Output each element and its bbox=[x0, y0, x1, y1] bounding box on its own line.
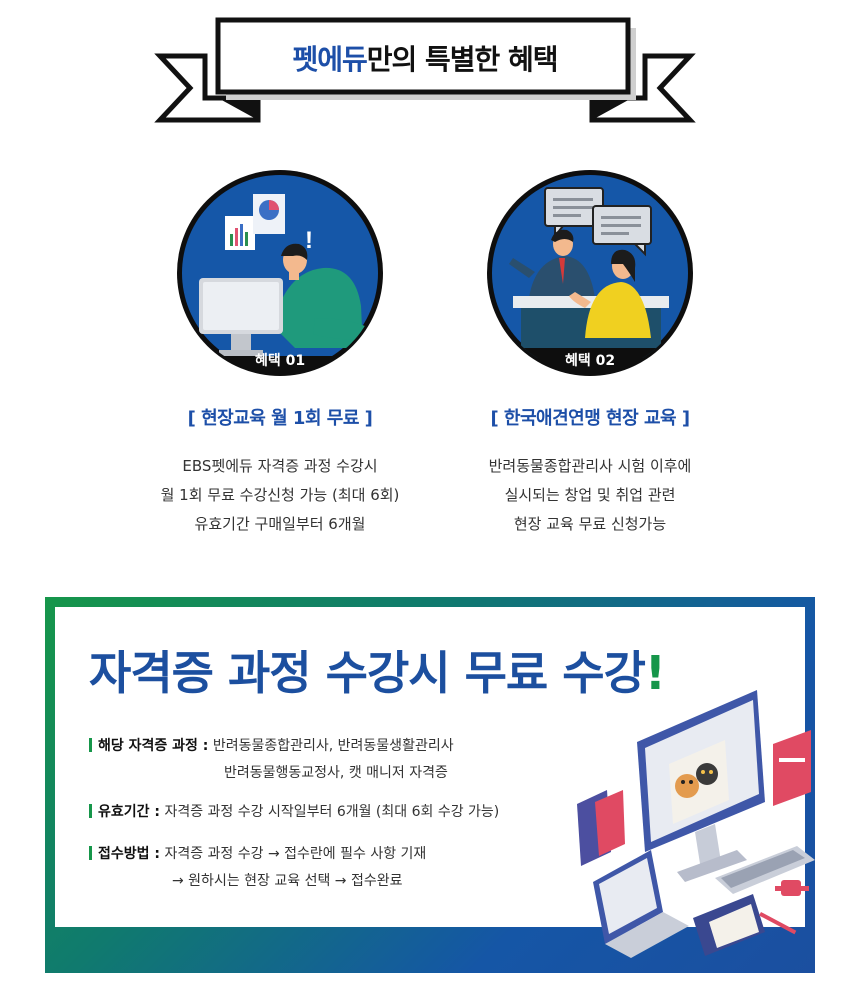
panel-title-mark: ! bbox=[644, 646, 666, 700]
info-value: 자격증 과정 수강 → 접수란에 필수 사항 기재 bbox=[164, 846, 427, 862]
benefit-title: [ 한국애견연맹 현장 교육 ] bbox=[490, 408, 690, 429]
benefit-desc-line: EBS펫에듀 자격증 과정 수강시 bbox=[182, 457, 378, 475]
benefit-desc-line: 유효기간 구매일부터 6개월 bbox=[194, 515, 366, 533]
book-icon bbox=[577, 790, 625, 866]
benefit-2-illustration: 혜택 02 bbox=[485, 168, 695, 378]
info-row-apply: 접수방법 : 자격증 과정 수강 → 접수란에 필수 사항 기재 → 원하시는 … bbox=[89, 843, 426, 890]
benefit-desc-line: 월 1회 무료 수강신청 가능 (최대 6회) bbox=[160, 486, 400, 504]
person-at-computer-icon: ! bbox=[177, 170, 383, 376]
laptop-icon bbox=[593, 850, 689, 958]
keyboard-icon bbox=[715, 846, 815, 894]
info-value: 반려동물종합관리사, 반려동물생활관리사 bbox=[212, 738, 454, 754]
desk-illustration bbox=[577, 690, 815, 958]
title-rest: 만의 특별한 혜택 bbox=[366, 43, 559, 76]
benefit-badge: 혜택 01 bbox=[254, 353, 306, 369]
info-value-line2: → 원하시는 현장 교육 선택 → 접수완료 bbox=[172, 873, 403, 889]
info-label: 접수방법 : bbox=[98, 846, 160, 862]
bullet-bar-icon bbox=[89, 846, 92, 860]
info-row-course: 해당 자격증 과정 : 반려동물종합관리사, 반려동물생활관리사 반려동물행동교… bbox=[89, 735, 454, 782]
ribbon-shape-icon bbox=[154, 17, 696, 123]
benefit-badge: 혜택 02 bbox=[564, 353, 616, 369]
panel-title-main: 자격증 과정 수강시 무료 수강 bbox=[89, 646, 646, 700]
benefit-card-1: ! 혜택 01 [ 현장교육 월 1회 무료 ] EBS펫에듀 자격증 과 bbox=[130, 168, 430, 539]
benefit-title: [ 현장교육 월 1회 무료 ] bbox=[187, 408, 373, 429]
benefit-card-2: 혜택 02 [ 한국애견연맹 현장 교육 ] 반려동물종합관리사 시험 이후에 … bbox=[440, 168, 740, 539]
cat-icon bbox=[669, 740, 729, 824]
benefit-desc-line: 실시되는 창업 및 취업 관련 bbox=[504, 486, 676, 504]
info-row-validity: 유효기간 : 자격증 과정 수강 시작일부터 6개월 (최대 6회 수강 가능) bbox=[89, 801, 499, 821]
panel-title: 자격증 과정 수강시 무료 수강! bbox=[89, 637, 666, 703]
benefit-desc-line: 반려동물종합관리사 시험 이후에 bbox=[488, 457, 692, 475]
benefit-1-illustration: ! 혜택 01 bbox=[175, 168, 385, 378]
info-value-line2: 반려동물행동교정사, 캣 매니저 자격증 bbox=[224, 765, 448, 781]
info-value: 자격증 과정 수강 시작일부터 6개월 (최대 6회 수강 가능) bbox=[164, 804, 500, 820]
benefit-description: 반려동물종합관리사 시험 이후에 실시되는 창업 및 취업 관련 현장 교육 무… bbox=[440, 452, 740, 539]
counter-consultation-icon bbox=[487, 170, 693, 376]
title-accent: 펫에듀 bbox=[292, 43, 367, 76]
exclamation-icon: ! bbox=[305, 227, 313, 254]
info-label: 해당 자격증 과정 : bbox=[98, 738, 209, 754]
bullet-bar-icon bbox=[89, 738, 92, 752]
benefit-description: EBS펫에듀 자격증 과정 수강시 월 1회 무료 수강신청 가능 (최대 6회… bbox=[130, 452, 430, 539]
free-course-panel: 자격증 과정 수강시 무료 수강! 해당 자격증 과정 : 반려동물종합관리사,… bbox=[45, 597, 815, 973]
benefit-desc-line: 현장 교육 무료 신청가능 bbox=[513, 515, 667, 533]
info-label: 유효기간 : bbox=[98, 804, 160, 820]
bullet-bar-icon bbox=[89, 804, 92, 818]
smartwatch-icon bbox=[775, 880, 809, 896]
